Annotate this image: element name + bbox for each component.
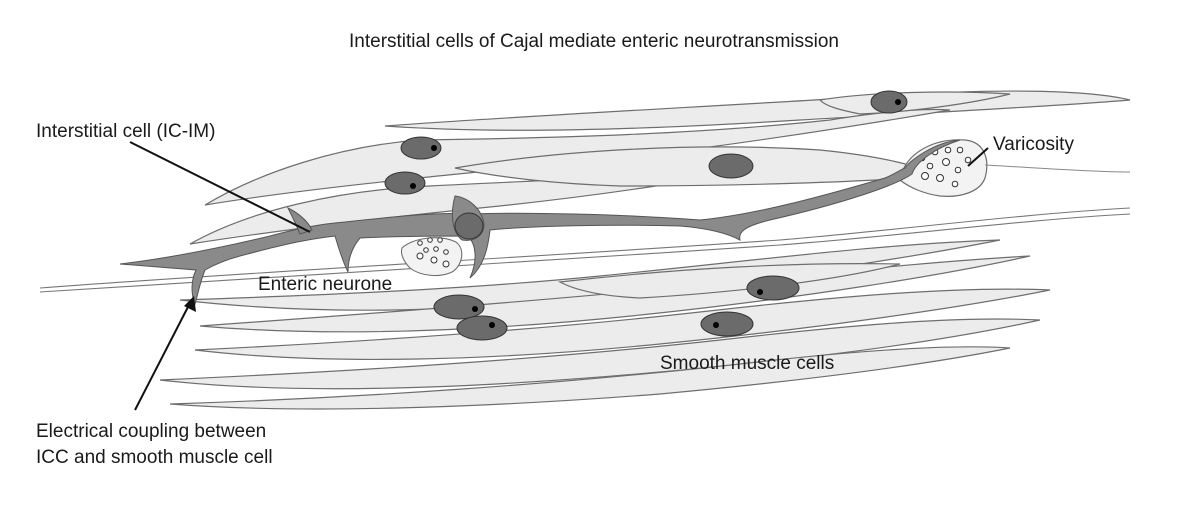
nucleus	[870, 90, 908, 114]
pointer-lines	[129, 141, 989, 411]
smooth-muscle-cells-label: Smooth muscle cells	[660, 353, 835, 374]
nucleoli	[410, 99, 901, 328]
smooth-muscle-cells-upper	[189, 90, 1131, 245]
varicosity-label: Varicosity	[993, 134, 1074, 155]
coupling-arrow-line	[134, 302, 191, 411]
nucleus	[708, 153, 754, 179]
coupling-label-line-2: ICC and smooth muscle cell	[36, 447, 273, 468]
nucleus	[384, 171, 426, 195]
coupling-label-line-1: Electrical coupling between	[36, 421, 267, 442]
enteric-neurone-label: Enteric neurone	[258, 274, 393, 295]
nucleus	[400, 136, 442, 160]
smooth-muscle-cells-lower	[159, 239, 1051, 410]
nucleus	[456, 315, 508, 341]
varicosity-pointer	[967, 147, 989, 167]
diagram-title: Interstitial cells of Cajal mediate ente…	[349, 31, 839, 52]
electrical-coupling-label: Electrical coupling between ICC and smoo…	[36, 419, 273, 471]
nucleus	[454, 212, 484, 240]
nuclei	[384, 90, 908, 341]
enteric-neurone	[400, 237, 463, 277]
coupling-arrowhead	[184, 296, 196, 312]
interstitial-cell-pointer	[129, 141, 311, 233]
nucleus	[433, 294, 485, 320]
interstitial-cell-label: Interstitial cell (IC-IM)	[36, 121, 216, 142]
nucleus	[746, 275, 800, 301]
nucleus	[700, 311, 754, 337]
